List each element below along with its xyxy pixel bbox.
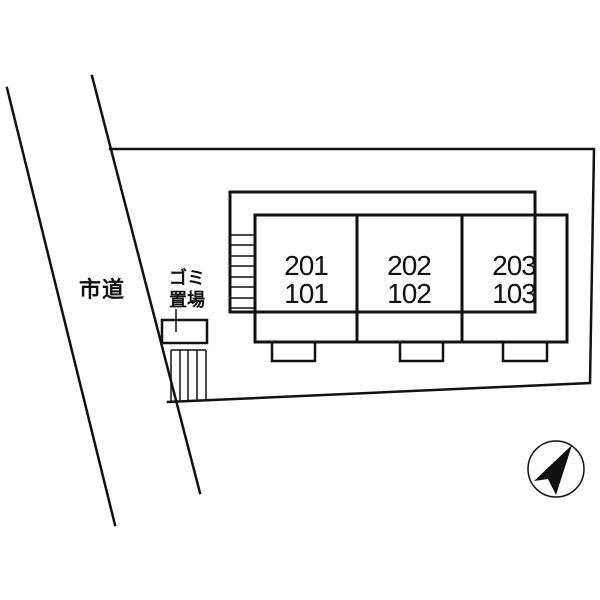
- road-edge-right: [90, 74, 202, 495]
- entrance-porches: [270, 340, 549, 363]
- building-upper-floor-outline: [228, 190, 537, 314]
- porch-unit-1: [270, 340, 317, 363]
- unit-202-102: 202 102: [355, 213, 464, 344]
- unit-203-label: 203: [492, 250, 536, 281]
- porch-unit-3: [501, 340, 549, 363]
- porch-unit-2: [398, 340, 445, 363]
- compass-needle: [534, 445, 572, 495]
- garbage-area: ゴミ 置場: [160, 267, 209, 401]
- compass-circle: [527, 440, 585, 498]
- unit-102-label: 102: [387, 278, 431, 309]
- unit-103-label: 103: [492, 278, 536, 309]
- north-arrow-icon: [527, 440, 585, 498]
- unit-101-label: 101: [284, 278, 328, 309]
- unit-201-101: 201 101: [253, 213, 359, 344]
- garbage-label-line2: 置場: [169, 290, 205, 310]
- road-label: 市道: [79, 277, 125, 302]
- staircase-icon: [231, 234, 254, 309]
- unit-202-label: 202: [387, 250, 431, 281]
- garbage-box: [160, 318, 209, 345]
- road: [5, 74, 202, 527]
- building: 201 101 202 102 203 103: [228, 190, 569, 363]
- road-edge-left: [5, 86, 117, 527]
- garbage-label-line1: ゴミ: [169, 267, 205, 288]
- unit-203-103: 203 103: [460, 213, 569, 344]
- unit-201-label: 201: [284, 250, 328, 281]
- property-boundary: [108, 147, 596, 404]
- steps-hatch-icon: [170, 349, 207, 401]
